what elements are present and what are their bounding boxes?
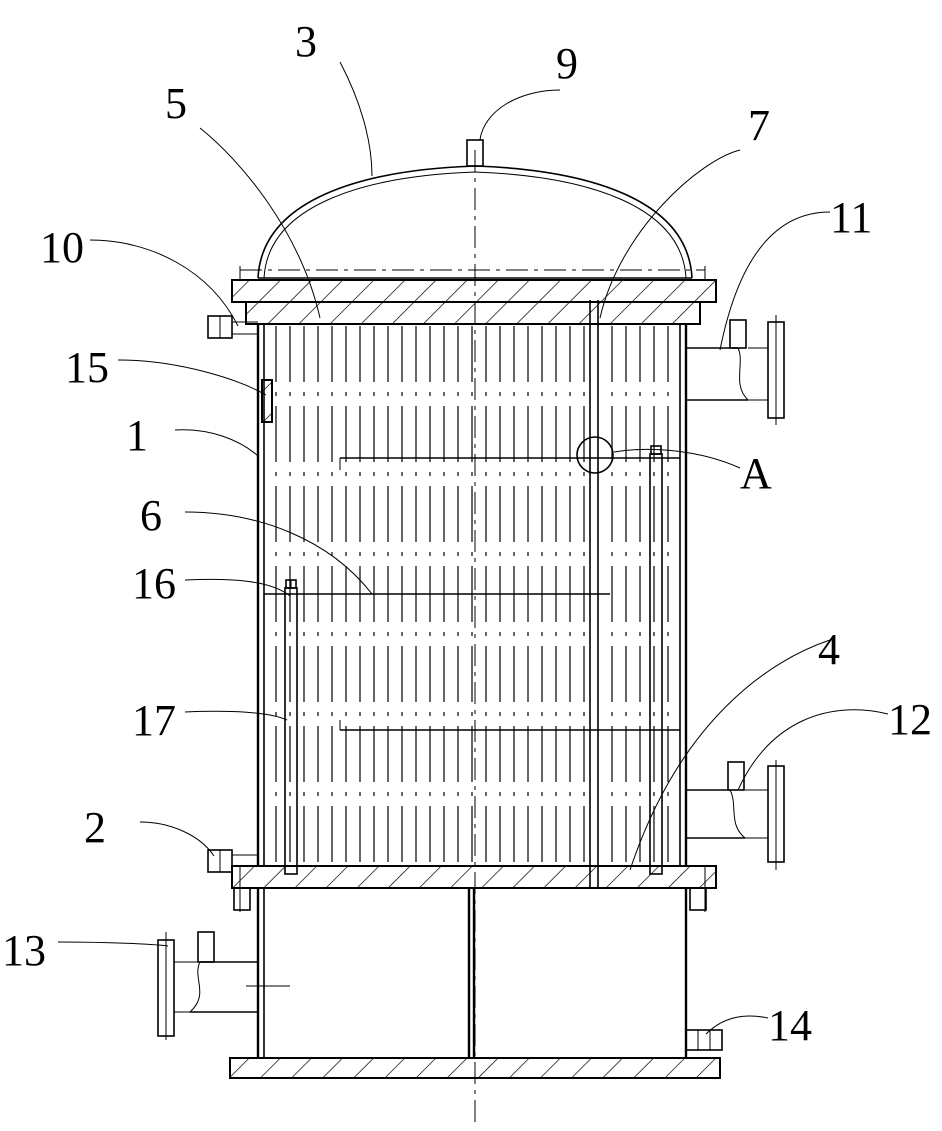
shell	[256, 324, 688, 866]
nozzle-10	[207, 315, 258, 339]
lower-chamber	[229, 887, 721, 1079]
tube-bundle	[275, 326, 669, 864]
label-5: 5	[165, 79, 187, 128]
label-3: 3	[295, 17, 317, 66]
vent-nozzle	[466, 139, 484, 167]
label-13: 13	[2, 926, 46, 975]
label-11: 11	[830, 193, 872, 242]
callout-labels: 3 9 5 7 10 11 15 1 A 6 16 4 17 12 2 13 1…	[2, 17, 932, 1050]
label-4: 4	[818, 625, 840, 674]
nozzle-14	[685, 1029, 723, 1051]
tie-rod-left	[284, 579, 298, 875]
upper-tube-sheet	[245, 301, 701, 325]
nozzle-2	[207, 849, 258, 873]
label-6: 6	[140, 491, 162, 540]
label-15: 15	[65, 343, 109, 392]
detail-circle-a	[576, 436, 614, 474]
nozzle-12	[686, 760, 785, 870]
level-indicator	[261, 379, 273, 423]
label-16: 16	[132, 559, 176, 608]
dome-head	[240, 165, 705, 279]
baffles	[264, 457, 680, 731]
top-flange	[231, 266, 717, 303]
label-7: 7	[748, 101, 770, 150]
leader-lines	[57, 61, 889, 1035]
label-12: 12	[888, 695, 932, 744]
label-1: 1	[126, 411, 148, 460]
label-2: 2	[84, 803, 106, 852]
label-A: A	[740, 449, 772, 498]
label-9: 9	[556, 39, 578, 88]
tie-rod-right	[649, 445, 663, 875]
label-14: 14	[768, 1001, 812, 1050]
nozzle-13	[157, 931, 290, 1040]
label-17: 17	[132, 696, 176, 745]
label-10: 10	[40, 223, 84, 272]
nozzle-11	[686, 315, 785, 425]
